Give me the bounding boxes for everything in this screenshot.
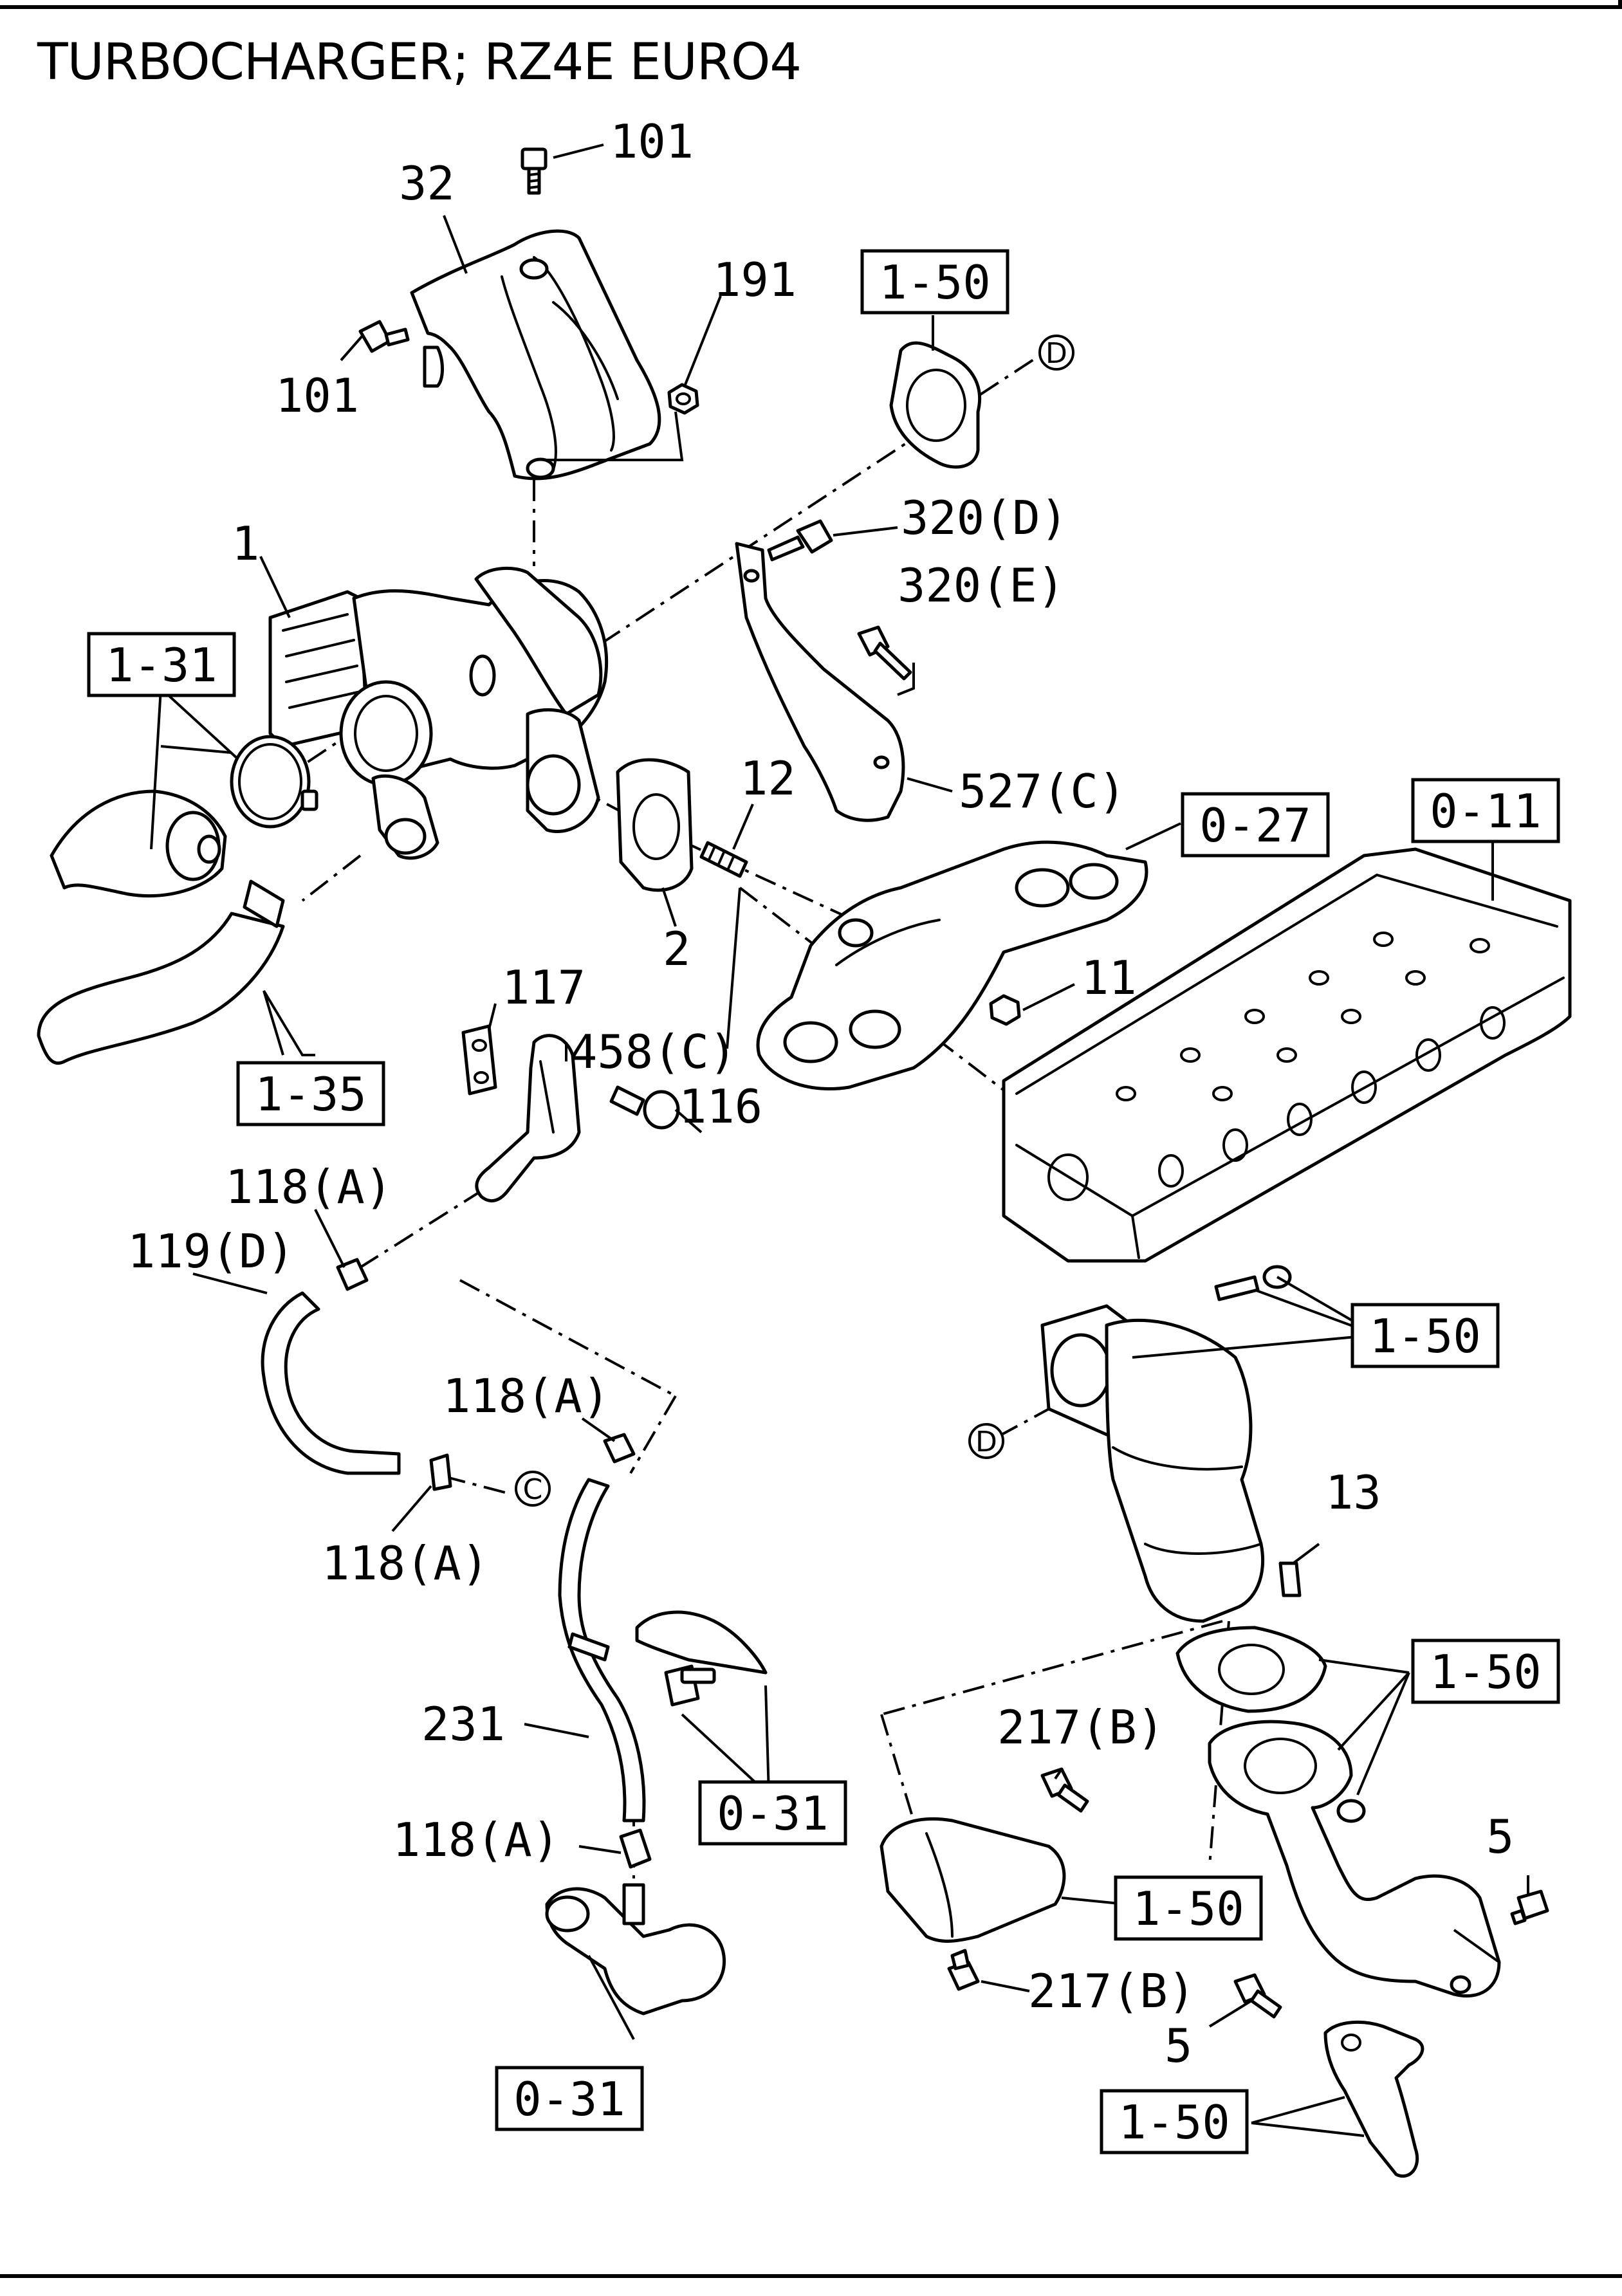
label-11: 11 xyxy=(1081,951,1137,1005)
bottom-border xyxy=(0,2274,1622,2278)
label-458c: 458(C) xyxy=(569,1025,737,1079)
ref-box-1-50-cat[interactable]: 1-50 xyxy=(1350,1303,1500,1368)
svg-text:0-31: 0-31 xyxy=(513,2072,625,2126)
clamp-118a-1 xyxy=(336,1258,369,1291)
ref-box-0-27[interactable]: 0-27 xyxy=(1181,792,1330,858)
ref-box-1-31[interactable]: 1-31 xyxy=(87,632,236,697)
svg-text:1-50: 1-50 xyxy=(879,255,990,309)
exhaust-heat-protector xyxy=(880,1817,1066,1943)
svg-text:0-11: 0-11 xyxy=(1430,784,1541,838)
heat-shield-32 xyxy=(410,229,661,481)
ref-box-0-11[interactable]: 0-11 xyxy=(1411,778,1560,843)
label-116: 116 xyxy=(679,1079,762,1134)
svg-text:0-31: 0-31 xyxy=(717,1786,828,1841)
exhaust-bracket xyxy=(1323,2020,1424,2178)
intake-hose xyxy=(37,879,285,1065)
intake-pipe xyxy=(50,735,318,898)
catalytic-converter xyxy=(1040,1304,1265,1623)
bolt-101-left xyxy=(358,320,410,353)
ref-box-1-50-gasket[interactable]: 1-50 xyxy=(1411,1639,1560,1704)
label-101-left: 101 xyxy=(275,369,359,423)
label-2: 2 xyxy=(663,922,690,976)
label-191: 191 xyxy=(713,253,797,307)
clamp-118a-2 xyxy=(603,1433,636,1464)
ref-box-1-50-bottom[interactable]: 1-50 xyxy=(1100,2089,1249,2154)
label-231: 231 xyxy=(421,1697,505,1751)
water-hose-231 xyxy=(558,1478,646,1823)
svg-text:C: C xyxy=(523,1473,543,1506)
right-border-tick xyxy=(1618,0,1622,9)
label-118a-2: 118(A) xyxy=(443,1369,610,1423)
bolt-320d xyxy=(767,519,833,562)
label-217b-1: 217(B) xyxy=(997,1700,1165,1754)
connector-c-hose: C xyxy=(515,1471,551,1507)
svg-text:D: D xyxy=(975,1426,997,1458)
exhaust-manifold xyxy=(756,840,1148,1091)
clamp-118a-3 xyxy=(429,1453,452,1491)
ref-box-0-31-mid[interactable]: 0-31 xyxy=(698,1780,847,1846)
label-320d: 320(D) xyxy=(901,491,1068,545)
bolt-217b-2 xyxy=(947,1949,980,1991)
bolt-217b-1 xyxy=(1040,1767,1089,1813)
label-5-right: 5 xyxy=(1486,1810,1514,1864)
part-labels: 101 32 191 101 1 320(D) 320(E) 527(C) 12… xyxy=(127,115,1514,2073)
cylinder-head-holes xyxy=(1047,932,1506,1201)
label-1: 1 xyxy=(232,517,259,571)
oil-pipe-458c xyxy=(475,1034,581,1203)
diagram-title: TURBOCHARGER; RZ4E EURO4 xyxy=(37,33,802,91)
stud-13 xyxy=(1278,1561,1302,1597)
label-320e: 320(E) xyxy=(898,558,1065,612)
bolt-5-lower xyxy=(1233,1973,1282,2019)
label-118a-1: 118(A) xyxy=(225,1160,392,1214)
nut-11 xyxy=(989,994,1021,1026)
svg-text:1-50: 1-50 xyxy=(1132,1882,1244,1936)
gasket-2 xyxy=(616,758,694,892)
label-101-top: 101 xyxy=(610,115,694,169)
gasket-turbo-outlet xyxy=(889,341,982,469)
exhaust-pipe xyxy=(1208,1720,1501,1998)
svg-text:1-50: 1-50 xyxy=(1430,1645,1541,1699)
svg-text:1-31: 1-31 xyxy=(106,638,217,692)
svg-text:1-50: 1-50 xyxy=(1369,1309,1480,1363)
label-119d: 119(D) xyxy=(127,1224,295,1278)
label-118a-4: 118(A) xyxy=(392,1813,560,1867)
gasket-exhaust-pipe xyxy=(1175,1626,1327,1713)
bolt-101-top xyxy=(521,147,548,195)
stud-12 xyxy=(699,841,748,878)
label-13: 13 xyxy=(1325,1465,1381,1520)
label-32: 32 xyxy=(399,156,455,210)
label-118a-3: 118(A) xyxy=(322,1536,489,1590)
water-pipe-fitting xyxy=(635,1610,768,1707)
svg-text:1-35: 1-35 xyxy=(255,1067,366,1121)
svg-text:0-27: 0-27 xyxy=(1199,798,1311,852)
turbocharger-1 xyxy=(268,566,609,860)
clamp-118a-4 xyxy=(619,1828,652,1869)
connector-d-cat: D xyxy=(968,1423,1004,1459)
bolt-320e xyxy=(857,625,912,681)
label-527c: 527(C) xyxy=(959,764,1126,818)
cylinder-head xyxy=(1002,847,1572,1263)
label-217b-2: 217(B) xyxy=(1028,1964,1195,2018)
bracket-117 xyxy=(461,1024,497,1096)
cat-stud xyxy=(1214,1265,1292,1301)
top-border xyxy=(0,0,1622,9)
water-outlet xyxy=(545,1883,726,2016)
svg-text:1-50: 1-50 xyxy=(1118,2095,1230,2149)
label-12: 12 xyxy=(740,751,796,805)
bracket-527c xyxy=(735,542,905,822)
label-117: 117 xyxy=(502,960,585,1015)
water-hose-119d xyxy=(261,1291,401,1475)
svg-text:D: D xyxy=(1046,337,1067,370)
connector-d-top: D xyxy=(1038,335,1074,371)
bolt-5-right xyxy=(1510,1889,1549,1925)
ref-box-1-50-heat[interactable]: 1-50 xyxy=(1114,1875,1263,1941)
ref-box-1-35[interactable]: 1-35 xyxy=(236,1061,385,1126)
bolt-116 xyxy=(609,1085,680,1130)
ref-box-0-31-bottom[interactable]: 0-31 xyxy=(495,2066,644,2131)
ref-box-1-50-top[interactable]: 1-50 xyxy=(860,249,1009,315)
nut-191 xyxy=(667,383,699,415)
label-5-lower: 5 xyxy=(1165,2019,1192,2073)
